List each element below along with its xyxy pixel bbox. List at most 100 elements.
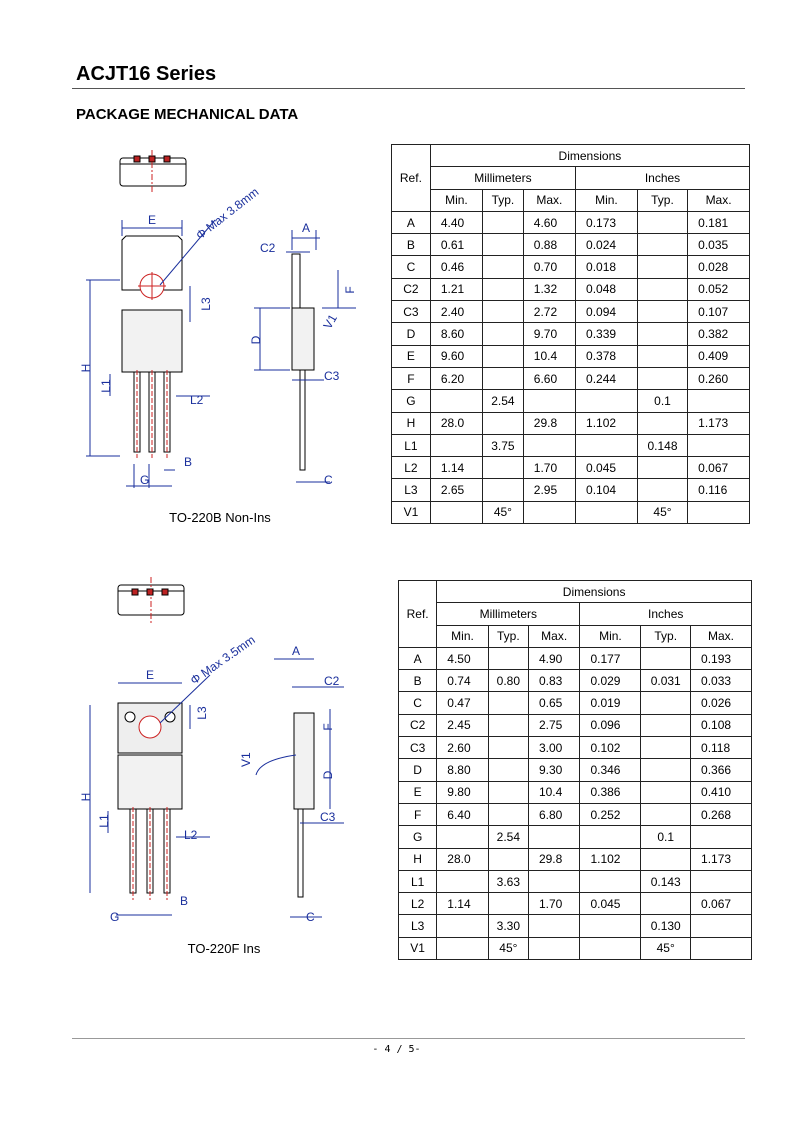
value-cell [482, 277, 524, 302]
value-cell: 0.067 [687, 456, 750, 480]
value-cell: 28.0 [436, 847, 489, 871]
value-cell [579, 936, 642, 961]
value-cell: 0.61 [429, 233, 484, 257]
value-cell [636, 322, 689, 346]
side-dim-c-label: C [324, 473, 333, 487]
ref-cell: C [391, 255, 431, 279]
value-cell: 0.1 [636, 389, 689, 413]
ref-cell: C3 [391, 300, 431, 324]
ref-cell: E [391, 344, 431, 368]
dim-h-label: H [79, 364, 93, 373]
value-cell: 9.70 [522, 322, 577, 346]
unit-header: Millimeters [436, 602, 581, 626]
value-cell [687, 389, 750, 413]
value-cell [640, 892, 692, 916]
value-cell: 0.386 [579, 780, 642, 804]
value-cell [429, 433, 484, 458]
column-header: Max. [690, 624, 752, 648]
value-cell [487, 646, 529, 671]
value-cell: 0.46 [429, 255, 484, 279]
unit-header: Millimeters [429, 166, 577, 190]
value-cell [522, 389, 577, 413]
value-cell: 0.252 [579, 802, 642, 827]
value-cell [640, 847, 692, 871]
value-cell: 0.80 [487, 669, 529, 693]
value-cell: 0.104 [575, 478, 638, 502]
page-number: - 4 / 5- [372, 1044, 421, 1055]
value-cell: 2.75 [527, 713, 581, 738]
value-cell: 1.70 [522, 456, 577, 480]
value-cell [636, 456, 689, 480]
value-cell: 3.30 [487, 914, 529, 938]
value-cell: 1.102 [575, 411, 638, 435]
value-cell [429, 389, 484, 413]
dim-g-label: G [140, 473, 149, 487]
value-cell [640, 736, 692, 760]
value-cell [487, 691, 529, 715]
value-cell [640, 691, 692, 715]
value-cell: 0.339 [575, 322, 638, 346]
dim-h-label: H [79, 793, 93, 802]
value-cell: 0.143 [640, 869, 692, 894]
value-cell [636, 233, 689, 257]
ref-cell: B [397, 669, 438, 693]
value-cell: 45° [636, 500, 689, 525]
ref-header: Ref. [397, 580, 438, 648]
dim-l2-label: L2 [190, 393, 204, 407]
value-cell: 0.028 [687, 255, 750, 279]
footer-divider [72, 1038, 745, 1039]
ref-cell: H [397, 847, 438, 871]
value-cell [482, 233, 524, 257]
diameter-note: Φ Max 3.8mm [193, 185, 261, 243]
value-cell: 0.096 [579, 713, 642, 738]
value-cell: 0.107 [687, 300, 750, 324]
value-cell: 0.102 [579, 736, 642, 760]
value-cell [640, 802, 692, 827]
value-cell [690, 936, 752, 961]
value-cell: 0.260 [687, 366, 750, 391]
value-cell [636, 366, 689, 391]
value-cell: 10.4 [522, 344, 577, 368]
dim-b-label: B [180, 894, 188, 908]
value-cell: 6.20 [429, 366, 484, 391]
ref-cell: V1 [397, 936, 438, 961]
side-dim-c3-label: C3 [324, 369, 340, 383]
value-cell: 29.8 [527, 847, 581, 871]
value-cell [527, 936, 581, 961]
value-cell [482, 478, 524, 502]
side-dim-d-label: D [321, 770, 335, 779]
value-cell [575, 389, 638, 413]
value-cell: 45° [640, 936, 692, 961]
column-header: Max. [522, 188, 577, 212]
value-cell: 1.173 [690, 847, 752, 871]
to220b-drawing: E H L1 L3 L2 G B Φ Max 3.8mm A C2 D F C3… [79, 150, 357, 525]
side-dim-a-label: A [302, 221, 310, 235]
value-cell: 8.80 [436, 758, 489, 782]
value-cell [527, 825, 581, 849]
value-cell: 9.30 [527, 758, 581, 782]
value-cell: 0.035 [687, 233, 750, 257]
side-dim-c2-label: C2 [260, 241, 276, 255]
value-cell: 0.83 [527, 669, 581, 693]
value-cell: 10.4 [527, 780, 581, 804]
value-cell: 29.8 [522, 411, 577, 435]
unit-header: Inches [579, 602, 752, 626]
ref-cell: G [397, 825, 438, 849]
value-cell: 0.048 [575, 277, 638, 302]
value-cell: 0.018 [575, 255, 638, 279]
value-cell: 0.116 [687, 478, 750, 502]
value-cell [640, 780, 692, 804]
value-cell [636, 210, 689, 235]
section-heading: PACKAGE MECHANICAL DATA [76, 106, 299, 123]
value-cell [482, 322, 524, 346]
